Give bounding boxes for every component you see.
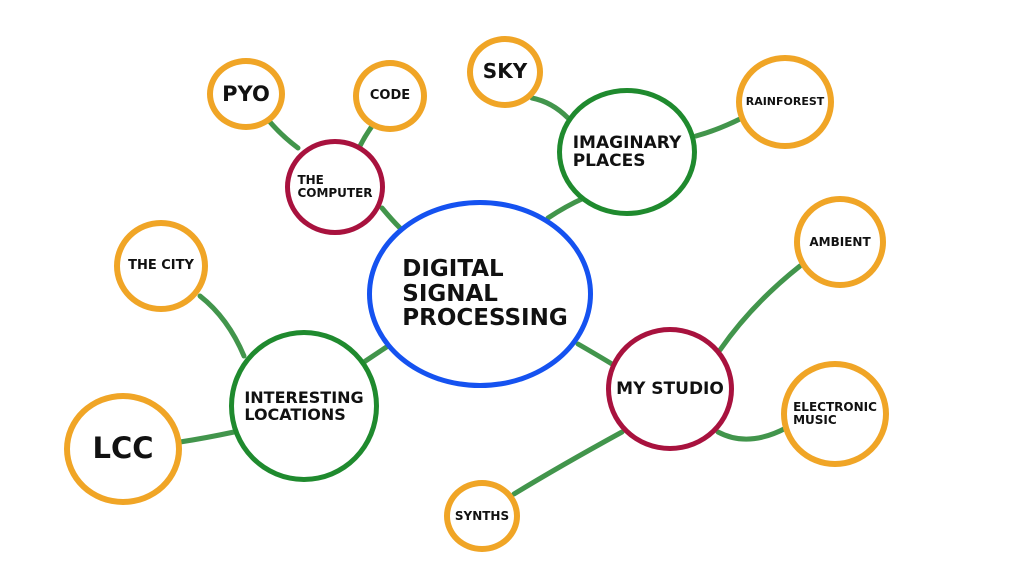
link-center-studio <box>575 341 615 367</box>
leaf-node-lcc: LCC <box>64 393 182 505</box>
link-studio-ambient <box>717 263 803 353</box>
branch-node-my-studio: MY STUDIO <box>606 327 734 451</box>
link-center-computer <box>379 205 403 231</box>
leaf-node-pyo-label: PYO <box>222 81 270 106</box>
leaf-node-the-city: THE CITY <box>114 220 208 312</box>
link-center-imaginary <box>545 195 587 221</box>
leaf-node-code: CODE <box>353 60 427 132</box>
leaf-node-lcc-label: LCC <box>92 431 154 466</box>
leaf-node-electronic-music-label: ELECTRONIC MUSIC <box>793 400 877 427</box>
branch-node-interesting-locations-label: INTERESTING LOCATIONS <box>244 387 364 424</box>
leaf-node-sky-label: SKY <box>482 59 528 84</box>
leaf-node-synths-label: SYNTHS <box>454 508 510 523</box>
branch-node-the-computer-label: THE COMPUTER <box>297 173 373 200</box>
center-node: DIGITAL SIGNAL PROCESSING <box>367 200 593 388</box>
link-studio-electronic <box>715 425 789 442</box>
link-computer-pyo <box>267 119 301 151</box>
leaf-node-the-city-label: THE CITY <box>128 257 194 273</box>
leaf-node-rainforest: RAINFOREST <box>736 55 834 149</box>
branch-node-imaginary-places-label: IMAGINARY PLACES <box>572 132 682 171</box>
branch-node-the-computer: THE COMPUTER <box>285 139 385 235</box>
leaf-node-ambient: AMBIENT <box>794 196 886 288</box>
leaf-node-pyo: PYO <box>207 58 285 130</box>
link-imaginary-rainforest <box>693 115 745 139</box>
link-studio-synths <box>511 429 625 497</box>
leaf-node-electronic-music: ELECTRONIC MUSIC <box>781 361 889 467</box>
link-locations-lcc <box>177 429 237 445</box>
leaf-node-rainforest-label: RAINFOREST <box>745 95 825 109</box>
link-imaginary-sky <box>529 95 571 121</box>
leaf-node-ambient-label: AMBIENT <box>809 234 871 249</box>
branch-node-imaginary-places: IMAGINARY PLACES <box>557 88 697 216</box>
leaf-node-synths: SYNTHS <box>444 480 520 552</box>
link-locations-city <box>197 293 247 359</box>
branch-node-interesting-locations: INTERESTING LOCATIONS <box>229 330 379 482</box>
center-node-label: DIGITAL SIGNAL PROCESSING <box>402 255 568 332</box>
link-center-locations <box>361 343 391 365</box>
branch-node-my-studio-label: MY STUDIO <box>616 378 724 399</box>
leaf-node-code-label: CODE <box>369 87 411 103</box>
leaf-node-sky: SKY <box>467 36 543 108</box>
